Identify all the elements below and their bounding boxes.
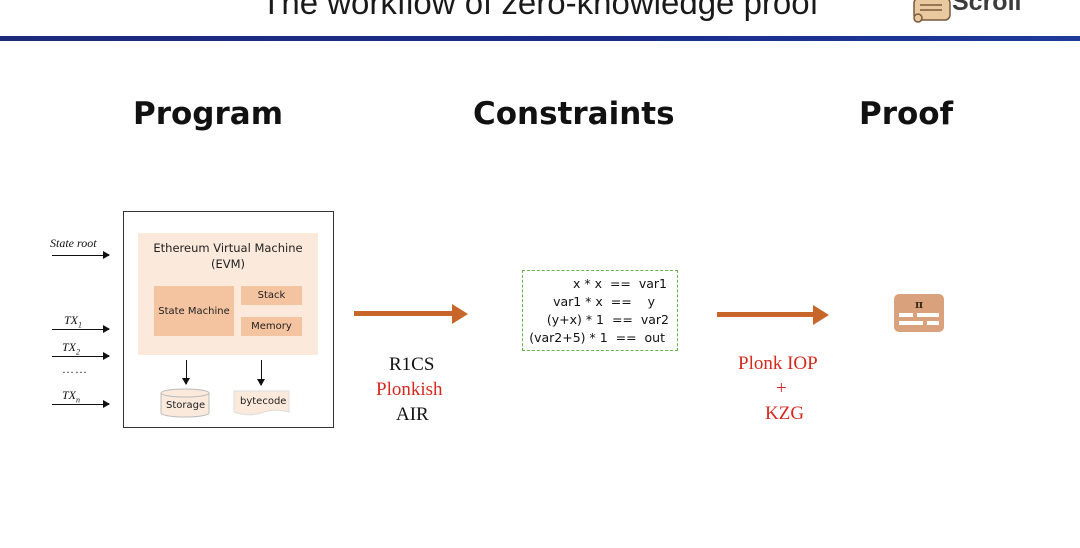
heading-program: Program [133,96,284,132]
proof-system-commitment: KZG [765,403,805,424]
title-rule [0,36,1080,41]
storage-label: Storage [166,400,206,411]
input-arrow-tx2 [52,352,110,360]
evm-title-line1: Ethereum Virtual Machine [153,241,303,255]
constraint-box: x * x == var1 var1 * x == y (y+x) * 1 ==… [522,270,678,351]
scroll-logo-icon [913,0,951,23]
svg-text:π: π [915,298,923,311]
arrow-to-storage [182,360,190,385]
constraint-line: (var2+5) * 1 == out [529,330,665,345]
storage-cylinder-icon [160,388,210,418]
input-arrow-txn [52,400,110,408]
bytecode-label: bytecode [240,396,287,407]
arrow-to-bytecode [257,360,265,386]
heading-proof: Proof [859,96,954,132]
input-label-tx2: TX2 [62,340,81,357]
input-arrow-tx1 [52,325,110,333]
method-plonkish: Plonkish [376,379,443,400]
arrow-program-to-constraints [354,303,468,324]
input-label-tx1: TX1 [64,313,83,330]
evm-box: Ethereum Virtual Machine (EVM) State Mac… [138,233,318,355]
method-air: AIR [396,404,429,425]
method-r1cs: R1CS [389,354,435,375]
bytecode-document-icon [233,390,290,416]
constraint-line: x * x == var1 [573,276,667,291]
input-arrow-state-root [52,251,110,259]
state-machine-block: State Machine [154,286,234,336]
stack-block: Stack [241,286,302,305]
pi-scroll-icon: π [894,294,944,332]
constraint-line: (y+x) * 1 == var2 [546,312,669,327]
memory-block: Memory [241,317,302,336]
input-label-state-root: State root [50,236,97,250]
arrow-constraints-to-proof [717,304,829,325]
heading-constraints: Constraints [473,96,675,132]
slide-title: The workflow of zero-knowledge proof [261,0,819,21]
evm-title-line2: (EVM) [210,257,246,271]
constraint-line: var1 * x == y [553,294,655,309]
input-label-txn: TXn [62,388,81,405]
logo-text: Scroll [952,0,1022,16]
proof-system-iop: Plonk IOP [738,353,818,374]
input-ellipsis: …… [62,362,88,376]
proof-system-plus: + [776,378,787,399]
